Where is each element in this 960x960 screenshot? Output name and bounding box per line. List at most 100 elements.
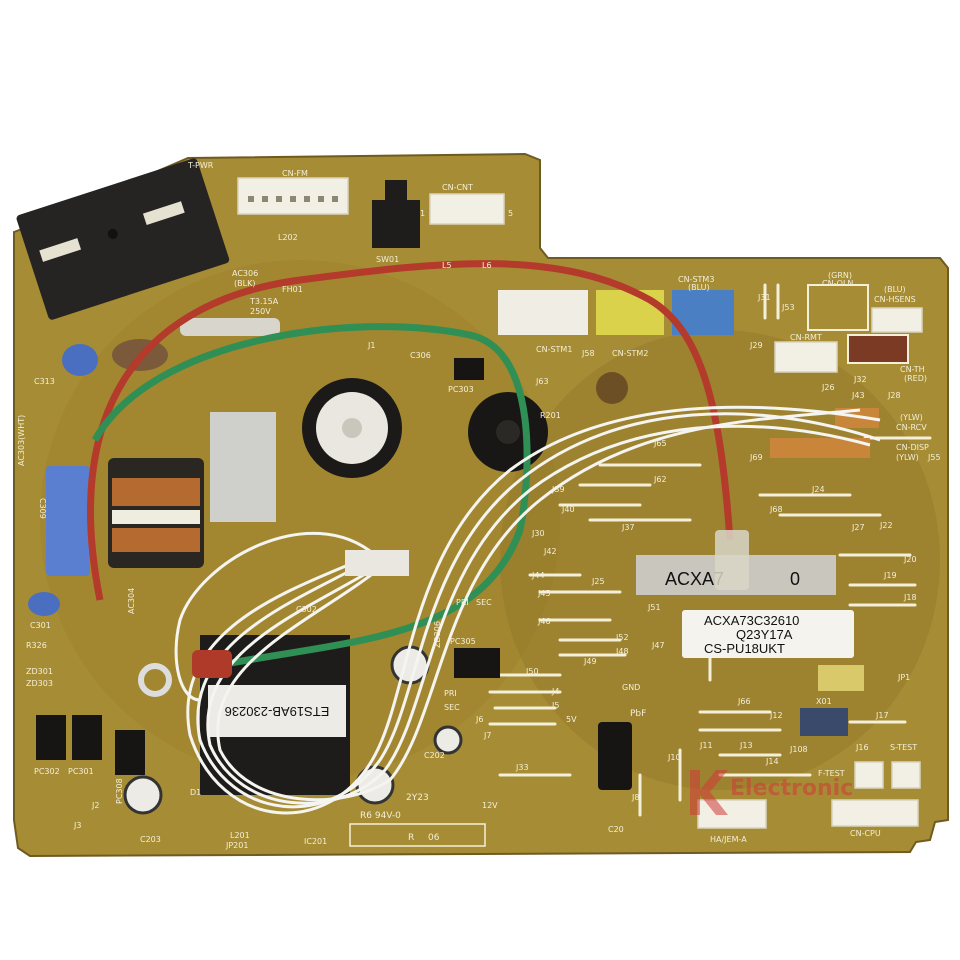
silk-label: 5 xyxy=(508,209,513,218)
silk-label: (GRN) xyxy=(828,271,852,280)
silk-label: J39 xyxy=(551,485,565,494)
silk-label: J55 xyxy=(927,453,941,462)
connector-s-test xyxy=(891,761,921,789)
silk-label: J8 xyxy=(631,793,639,802)
silver-label-right: 0 xyxy=(790,569,800,589)
watermark-text: Electronic xyxy=(730,776,853,801)
watermark-logo: Electronic xyxy=(690,770,853,815)
buzzer xyxy=(596,372,628,404)
capacitor-c20 xyxy=(598,722,632,790)
electrolytic-capacitor-large xyxy=(302,378,402,478)
silk-label: (BLU) xyxy=(688,283,710,292)
fuse xyxy=(180,318,280,336)
model-number: CS-PU18UKT xyxy=(704,641,785,656)
silk-label: ZD306 xyxy=(433,621,442,648)
capacitor xyxy=(433,725,463,755)
silk-label: PC302 xyxy=(34,767,60,776)
connector-cn-cnt xyxy=(429,193,505,225)
silk-label: J24 xyxy=(811,485,825,494)
switch-sw01[interactable] xyxy=(372,180,420,248)
silk-label: J32 xyxy=(853,375,867,384)
silk-label: (RED) xyxy=(904,374,927,383)
silk-label: S-TEST xyxy=(890,743,917,752)
silk-label: J27 xyxy=(851,523,865,532)
capacitor-c203 xyxy=(123,775,163,815)
silk-label: J62 xyxy=(653,475,667,484)
silk-label: FH01 xyxy=(282,285,303,294)
silk-label: J65 xyxy=(653,439,667,448)
silk-label: D1 xyxy=(190,788,201,797)
silk-label: CN-STM2 xyxy=(612,349,648,358)
jumper-wires xyxy=(488,283,932,817)
silk-label: C203 xyxy=(140,835,161,844)
silk-label: CN-STM1 xyxy=(536,345,572,354)
silk-label: J12 xyxy=(769,711,783,720)
silk-label: C306 xyxy=(410,351,431,360)
silk-label: CN-CNT xyxy=(442,183,473,192)
connector-cn-th xyxy=(847,334,909,364)
silk-label: HA/JEM-A xyxy=(710,835,747,844)
silk-label: J37 xyxy=(621,523,635,532)
silk-label: J43 xyxy=(851,391,865,400)
ul-marking: R6 94V-0 xyxy=(360,811,401,821)
silk-label: J42 xyxy=(543,547,557,556)
silk-label: C20 xyxy=(608,825,624,834)
silk-label: J25 xyxy=(591,577,605,586)
silk-label: J40 xyxy=(561,505,575,514)
silk-label: J48 xyxy=(615,647,629,656)
connector-f-test xyxy=(854,761,884,789)
rev-letter: R xyxy=(408,833,414,843)
silk-label: J4 xyxy=(551,687,559,696)
silk-label: SEC xyxy=(444,703,460,712)
silk-label: J50 xyxy=(525,667,539,676)
silk-label: C302 xyxy=(296,605,317,614)
wire-connector xyxy=(345,550,409,576)
silk-label: CN-RMT xyxy=(790,333,822,342)
silk-label: L5 xyxy=(442,261,452,270)
connector-cn-hsens xyxy=(871,307,923,333)
photocoupler-pc302 xyxy=(36,715,66,760)
silk-label: T3.15A xyxy=(249,297,279,306)
silk-label: PC305 xyxy=(450,637,476,646)
connector-cn-stm1 xyxy=(498,290,588,335)
date-code: 2Y23 xyxy=(406,793,429,803)
silk-label: CN-RCV xyxy=(896,423,927,432)
capacitor-c309 xyxy=(46,466,90,576)
silk-label: JP201 xyxy=(225,841,248,850)
silk-label: CN-HSENS xyxy=(874,295,916,304)
silk-label: J46 xyxy=(537,617,551,626)
silk-label: J49 xyxy=(583,657,597,666)
inductor-coil xyxy=(108,458,204,568)
silk-label: (BLK) xyxy=(234,279,255,288)
connector-cn-disp xyxy=(770,438,870,458)
connector-cn-oln xyxy=(807,284,869,331)
silk-label: IC201 xyxy=(304,837,327,846)
silk-label: AC304 xyxy=(127,588,136,614)
silk-label: J29 xyxy=(749,341,763,350)
part-number: ACXA73C32610 xyxy=(704,613,799,628)
photocoupler-pc308 xyxy=(115,730,145,775)
silk-label: J17 xyxy=(875,711,889,720)
silk-label: J20 xyxy=(903,555,917,564)
silk-label: X01 xyxy=(816,697,832,706)
silk-label: CN-FM xyxy=(282,169,308,178)
silk-label: T-PWR xyxy=(187,161,214,170)
silk-label: J33 xyxy=(515,763,529,772)
silk-label: AC303(WHT) xyxy=(17,415,26,466)
silk-label: J26 xyxy=(821,383,835,392)
silk-label: CN-STM3 xyxy=(678,275,714,284)
silk-label: SW01 xyxy=(376,255,399,264)
silk-label: 1 xyxy=(420,209,425,218)
relay xyxy=(16,158,230,320)
silk-label: F-TEST xyxy=(818,769,845,778)
silk-label: C202 xyxy=(424,751,445,760)
connector-cn-fm xyxy=(237,177,349,215)
silk-label: J63 xyxy=(535,377,549,386)
silk-label: J14 xyxy=(765,757,779,766)
silk-label: CN-DISP xyxy=(896,443,929,452)
silk-label: AC306 xyxy=(232,269,258,278)
silk-label: (BLU) xyxy=(884,285,906,294)
silk-label: SEC xyxy=(476,598,492,607)
silk-label: C313 xyxy=(34,377,55,386)
